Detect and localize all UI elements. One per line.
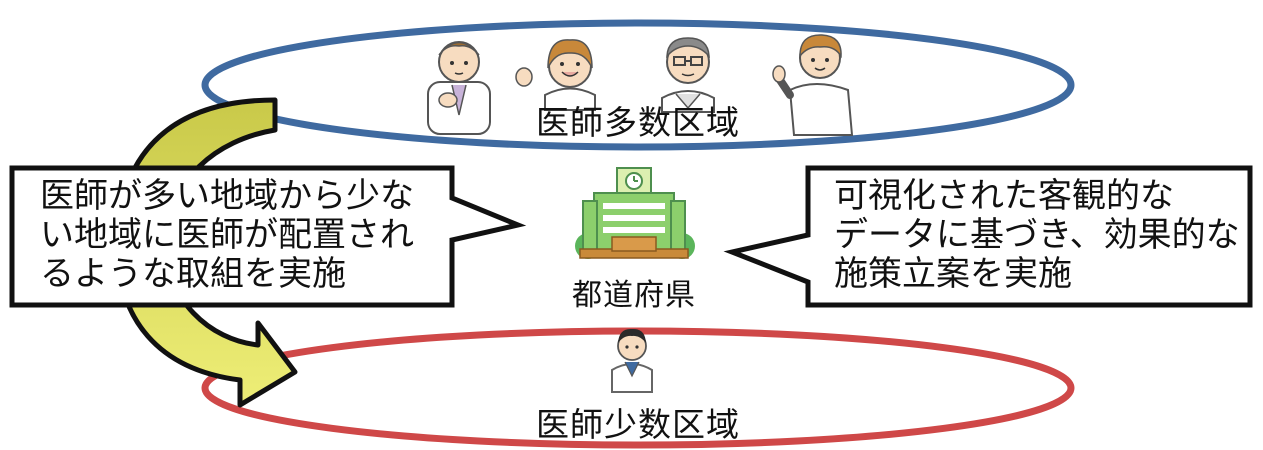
right-bubble-line: データに基づき、効果的な bbox=[834, 215, 1240, 255]
region-many-label: 医師多数区域 bbox=[536, 103, 740, 142]
left-bubble-text: 医師が多い地域から少な い地域に医師が配置され るような取組を実施 bbox=[40, 177, 414, 294]
doctor-icon bbox=[427, 41, 491, 135]
right-bubble-line: 可視化された客観的な bbox=[834, 176, 1174, 216]
waving-doctor-icon bbox=[772, 34, 854, 136]
prefecture-label: 都道府県 bbox=[572, 278, 696, 313]
left-bubble-line: るような取組を実施 bbox=[40, 254, 346, 294]
left-bubble-line: 医師が多い地域から少な bbox=[40, 176, 414, 216]
left-bubble-line: い地域に医師が配置され bbox=[40, 215, 414, 255]
glasses-doctor-icon bbox=[661, 37, 715, 113]
region-few-label: 医師少数区域 bbox=[536, 405, 740, 444]
left-bubble-shape bbox=[9, 165, 527, 308]
right-bubble-shape bbox=[723, 165, 1253, 308]
prefecture-office-icon bbox=[575, 167, 695, 259]
right-bubble-text: 可視化された客観的な データに基づき、効果的な 施策立案を実施 bbox=[834, 177, 1240, 294]
right-bubble-line: 施策立案を実施 bbox=[834, 254, 1072, 294]
nurse-icon bbox=[515, 39, 596, 111]
lone-doctor-icon bbox=[611, 328, 653, 393]
region-many-ellipse bbox=[201, 19, 1075, 151]
